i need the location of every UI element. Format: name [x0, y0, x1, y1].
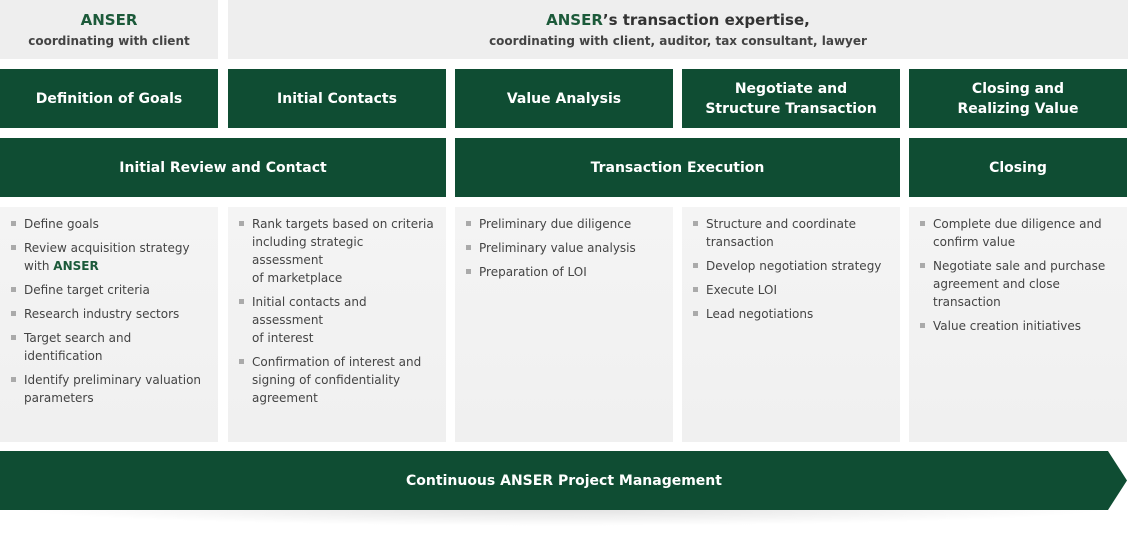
list-item: Preparation of LOI [465, 263, 663, 281]
square-bullet-icon [920, 323, 925, 328]
square-bullet-icon [693, 221, 698, 226]
list-item: Value creation initiatives [919, 317, 1117, 335]
header-right: ANSER’s transaction expertise, coordinat… [228, 0, 1128, 59]
phase-transaction-execution: Transaction Execution [455, 138, 900, 197]
square-bullet-icon [239, 299, 244, 304]
header-left-title: ANSER [80, 10, 138, 29]
list-item: Define goals [10, 215, 208, 233]
phase-initial-review-contact: Initial Review and Contact [0, 138, 446, 197]
square-bullet-icon [693, 311, 698, 316]
square-bullet-icon [466, 221, 471, 226]
step-initial-contacts: Initial Contacts [228, 69, 446, 128]
square-bullet-icon [466, 245, 471, 250]
list-item: Develop negotiation strategy [692, 257, 890, 275]
column-definition-of-goals: Define goals Review acquisition strategy… [0, 207, 218, 442]
header-left: ANSER coordinating with client [0, 0, 218, 59]
list-item: Define target criteria [10, 281, 208, 299]
square-bullet-icon [11, 287, 16, 292]
square-bullet-icon [11, 221, 16, 226]
square-bullet-icon [693, 287, 698, 292]
square-bullet-icon [920, 221, 925, 226]
list-item: Preliminary value analysis [465, 239, 663, 257]
column-value-analysis: Preliminary due diligence Preliminary va… [455, 207, 673, 442]
banner-label: Continuous ANSER Project Management [406, 472, 722, 489]
square-bullet-icon [239, 221, 244, 226]
square-bullet-icon [11, 311, 16, 316]
step-definition-of-goals: Definition of Goals [0, 69, 218, 128]
square-bullet-icon [693, 263, 698, 268]
banner-arrow-shape [0, 451, 1127, 510]
square-bullet-icon [239, 359, 244, 364]
header-right-title: ANSER’s transaction expertise, [546, 10, 810, 29]
header-left-subtitle: coordinating with client [28, 33, 190, 48]
square-bullet-icon [11, 377, 16, 382]
list-item: Preliminary due diligence [465, 215, 663, 233]
list-item: Research industry sectors [10, 305, 208, 323]
phase-closing: Closing [909, 138, 1127, 197]
list-item: Execute LOI [692, 281, 890, 299]
list-item: Target search and identification [10, 329, 208, 365]
square-bullet-icon [11, 335, 16, 340]
square-bullet-icon [920, 263, 925, 268]
step-value-analysis: Value Analysis [455, 69, 673, 128]
list-item: Lead negotiations [692, 305, 890, 323]
square-bullet-icon [11, 245, 16, 250]
header-right-subtitle: coordinating with client, auditor, tax c… [489, 33, 867, 48]
square-bullet-icon [466, 269, 471, 274]
project-management-banner: Continuous ANSER Project Management [0, 451, 1128, 510]
